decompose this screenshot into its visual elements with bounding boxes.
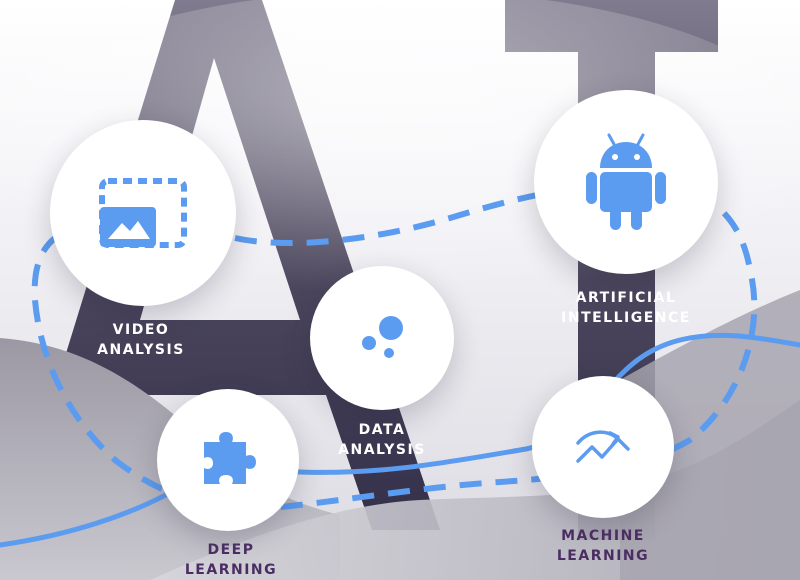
label-artificial-intelligence: ARTIFICIAL INTELLIGENCE — [526, 288, 726, 328]
label-line: ARTIFICIAL — [575, 290, 677, 306]
node-data-analysis — [310, 266, 454, 410]
label-line: LEARNING — [184, 562, 278, 578]
label-line: DEEP — [207, 542, 255, 558]
label-data-analysis: DATA ANALYSIS — [282, 420, 482, 460]
dashed-connector-line — [31, 178, 758, 512]
puzzle-icon — [204, 432, 256, 484]
label-line: DATA — [358, 422, 406, 438]
label-deep-learning: DEEP LEARNING — [131, 540, 331, 580]
trend-chart-icon — [576, 430, 630, 463]
label-video-analysis: VIDEO ANALYSIS — [41, 320, 241, 360]
node-machine-learning — [532, 376, 674, 518]
label-machine-learning: MACHINE LEARNING — [503, 526, 703, 566]
node-video-analysis — [50, 120, 236, 306]
label-line: MACHINE — [561, 528, 645, 544]
android-icon — [586, 133, 666, 230]
label-line: LEARNING — [556, 548, 650, 564]
label-line: VIDEO — [112, 322, 170, 338]
label-line: ANALYSIS — [338, 442, 426, 458]
image-frame-icon — [99, 178, 187, 248]
bubbles-icon — [362, 316, 403, 358]
solid-connector-line — [0, 332, 800, 548]
letter-a-shape — [30, 0, 440, 530]
right-hill — [620, 290, 800, 580]
label-line: INTELLIGENCE — [561, 310, 691, 326]
node-artificial-intelligence — [534, 90, 718, 274]
node-deep-learning — [157, 389, 299, 531]
label-line: ANALYSIS — [97, 342, 185, 358]
